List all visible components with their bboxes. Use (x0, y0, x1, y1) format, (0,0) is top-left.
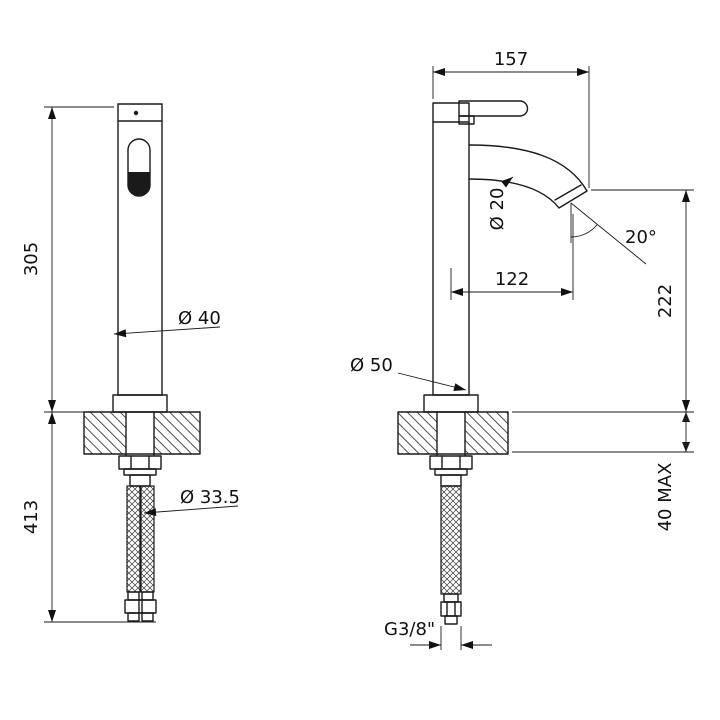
side-faucet-body (423, 100, 588, 413)
dim-label-222: 222 (655, 284, 676, 318)
dim-label-122: 122 (495, 269, 529, 290)
dim-label-dia50: Ø 50 (350, 355, 393, 376)
base-flange-side (423, 394, 479, 413)
front-hoses (124, 485, 157, 622)
side-counter (397, 411, 509, 457)
dim-label-305: 305 (21, 242, 42, 276)
dim-side-counter-40max: 40 MAX (512, 412, 694, 531)
set-screw-dot (133, 110, 139, 116)
dim-side-spout-dia-20: Ø 20 (487, 176, 514, 231)
handle-joint (458, 115, 475, 125)
dim-front-height-305: 305 (21, 106, 114, 413)
side-locknut (429, 455, 473, 487)
front-view: 305 413 Ø 40 Ø 33.5 (21, 103, 240, 623)
spout-angle-annotation: 20° (570, 202, 657, 265)
dim-side-depth-157: 157 (432, 49, 590, 188)
dim-label-dia40: Ø 40 (178, 308, 221, 329)
dim-side-height-222: 222 (512, 189, 694, 413)
dim-label-413: 413 (21, 500, 42, 534)
dim-front-body-dia-40: Ø 40 (113, 308, 221, 338)
front-counter (83, 411, 201, 457)
dim-label-157: 157 (494, 49, 528, 70)
dim-label-dia33-5: Ø 33.5 (180, 487, 240, 508)
front-faucet-body (112, 103, 168, 413)
base-flange (112, 394, 168, 413)
dim-side-thread-g38: G3/8" (384, 619, 492, 650)
side-hose (440, 485, 462, 625)
aerator-line (554, 184, 582, 201)
dim-side-reach-122: 122 (450, 214, 574, 300)
dim-label-dia20: Ø 20 (487, 188, 508, 231)
dim-side-base-dia-50: Ø 50 (350, 355, 467, 391)
dim-label-20deg: 20° (625, 227, 657, 248)
dim-label-40max: 40 MAX (655, 463, 676, 532)
side-view: 20° 157 (350, 49, 694, 650)
handle-lever (458, 100, 529, 117)
dim-label-g38: G3/8" (384, 619, 435, 640)
dim-front-hose-dia-33-5: Ø 33.5 (143, 487, 240, 517)
dim-front-under-413: 413 (21, 412, 156, 623)
front-locknut (118, 455, 162, 487)
